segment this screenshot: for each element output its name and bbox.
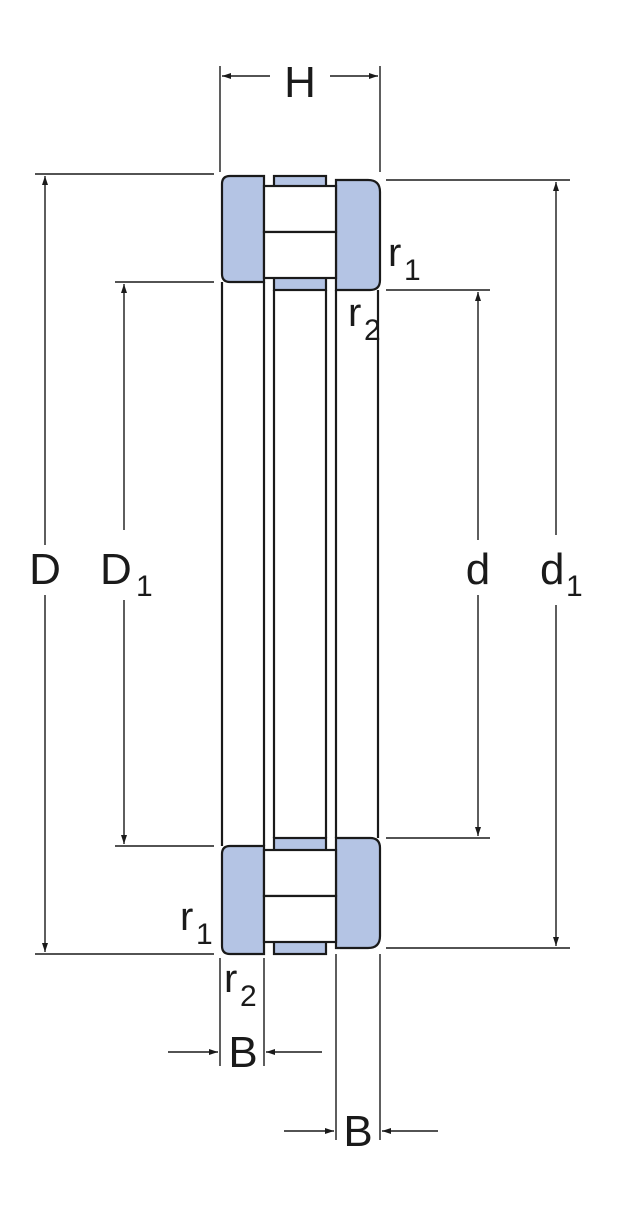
label-b-right: B bbox=[343, 1107, 372, 1156]
roller-top-inner bbox=[262, 230, 338, 280]
label-r2-bottom-main: r bbox=[224, 957, 237, 1001]
label-r1-bottom-sub: 1 bbox=[196, 918, 213, 951]
roller-bottom-inner bbox=[262, 894, 338, 944]
label-b-left: B bbox=[228, 1028, 257, 1077]
label-r1-top-main: r bbox=[388, 231, 401, 275]
label-r2-top-sub: 2 bbox=[364, 314, 381, 347]
shaft-washer-bottom bbox=[334, 836, 382, 950]
labels: H D D 1 d d 1 r 1 r 2 r 1 r 2 B B bbox=[29, 58, 583, 1156]
dimension-lines bbox=[42, 73, 559, 1134]
bottom-section bbox=[220, 836, 382, 956]
label-r2-top-main: r bbox=[348, 291, 361, 335]
bearing-body bbox=[220, 174, 382, 956]
label-h: H bbox=[284, 58, 316, 107]
shaft-washer-top bbox=[334, 178, 382, 292]
label-d1-inner-main: d bbox=[540, 545, 564, 594]
label-d-inner: d bbox=[466, 545, 490, 594]
housing-washer-bottom bbox=[220, 844, 266, 956]
label-r1-top-sub: 1 bbox=[404, 254, 421, 287]
label-r1-bottom-main: r bbox=[180, 895, 193, 939]
housing-washer-top bbox=[220, 174, 266, 284]
label-r2-bottom-sub: 2 bbox=[240, 980, 257, 1013]
label-d1-outer-sub: 1 bbox=[136, 570, 153, 603]
top-section bbox=[220, 174, 382, 292]
roller-bottom-outer bbox=[262, 848, 338, 898]
roller-top-outer bbox=[262, 184, 338, 234]
label-d1-inner-sub: 1 bbox=[566, 570, 583, 603]
label-d1-outer-main: D bbox=[100, 545, 132, 594]
label-d-outer: D bbox=[29, 545, 61, 594]
extension-lines bbox=[35, 66, 570, 1140]
